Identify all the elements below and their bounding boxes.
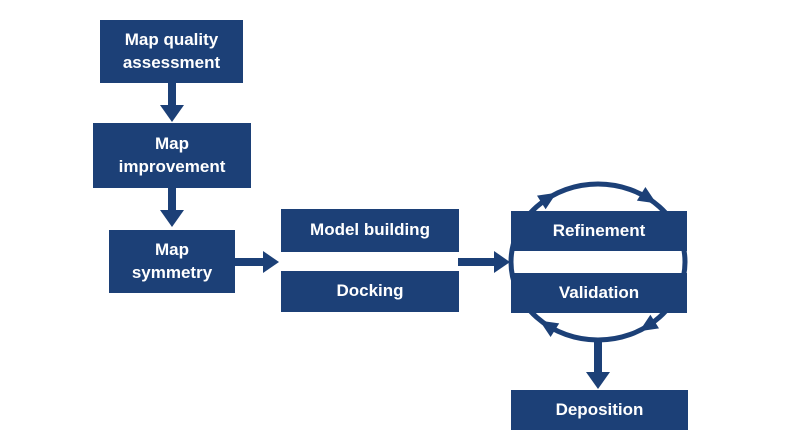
arrow-down-icon: [160, 210, 184, 227]
node-validation: Validation: [511, 273, 687, 313]
cycle-ellipse: [508, 181, 688, 343]
node-map-symmetry: Map symmetry: [109, 230, 235, 293]
cycle-arrowhead-top-right-icon: [636, 187, 657, 204]
node-model-building: Model building: [281, 209, 459, 252]
arrow-down-icon: [160, 105, 184, 122]
arrow-right-icon: [494, 251, 510, 273]
node-map-quality-assessment: Map quality assessment: [100, 20, 243, 83]
node-deposition: Deposition: [511, 390, 688, 430]
arrow-down-icon: [586, 372, 610, 389]
arrow-shaft: [168, 188, 176, 211]
arrow-right-icon: [263, 251, 279, 273]
iteration-cycle-arrows: [508, 181, 688, 343]
arrow-shaft: [168, 83, 176, 106]
arrow-shaft: [594, 338, 602, 373]
arrow-shaft: [235, 258, 265, 266]
cycle-arrowhead-bottom-left-icon: [539, 320, 560, 337]
cycle-arrowhead-top-left-icon: [537, 192, 557, 210]
node-docking: Docking: [281, 271, 459, 312]
node-map-improvement: Map improvement: [93, 123, 251, 188]
arrow-shaft: [458, 258, 496, 266]
cycle-arrowhead-bottom-right-icon: [639, 314, 659, 332]
node-refinement: Refinement: [511, 211, 687, 251]
